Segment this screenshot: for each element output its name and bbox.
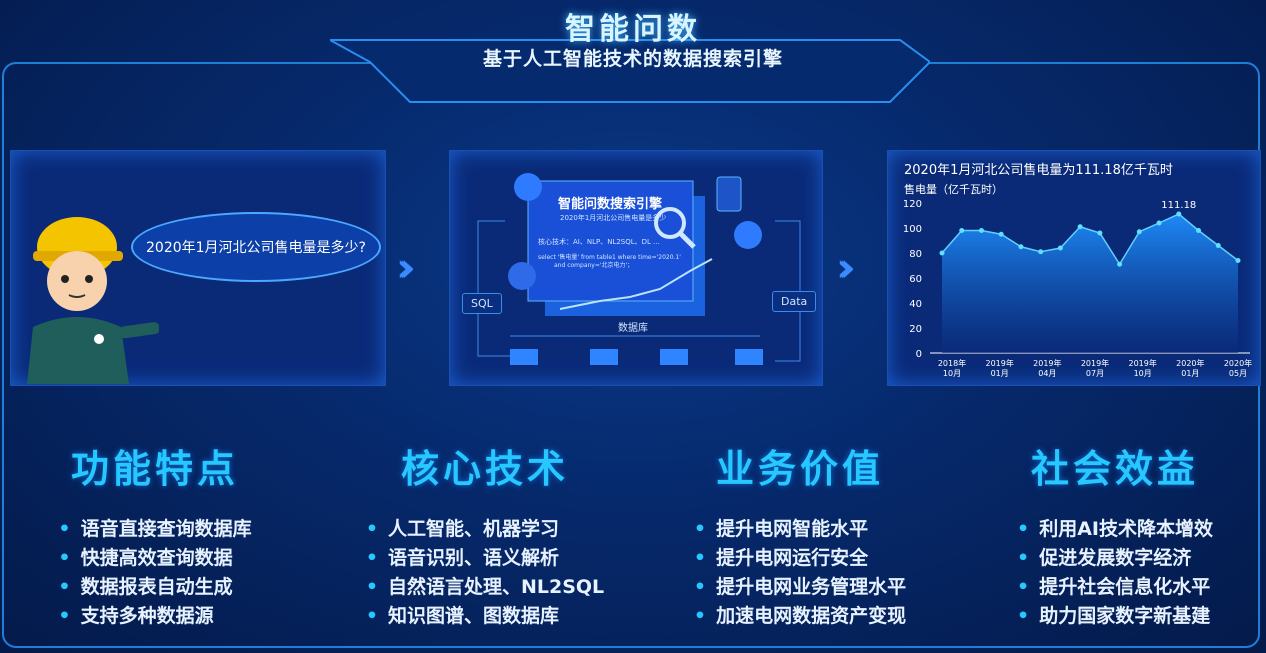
- chart-title: 2020年1月河北公司售电量为111.18亿千瓦时: [904, 163, 1173, 178]
- list-item: 语音识别、语义解析: [366, 544, 604, 573]
- engine-panel: 智能问数搜索引擎 2020年1月河北公司售电量是多少 核心技术：AI、NLP、N…: [449, 150, 823, 386]
- x-tick-label: 01月: [1181, 369, 1199, 378]
- page-title: 智能问数: [565, 12, 701, 47]
- data-point: [1196, 228, 1202, 233]
- page-subtitle: 基于人工智能技术的数据搜索引擎: [482, 48, 783, 70]
- worker-illustration: [27, 217, 159, 384]
- data-point: [939, 250, 945, 256]
- data-point: [1038, 249, 1044, 255]
- question-text: 2020年1月河北公司售电量是多少?: [146, 240, 366, 256]
- list-item: 提升电网运行安全: [694, 544, 906, 573]
- section-title: 功能特点: [70, 447, 239, 491]
- section-core-tech: 核心技术 人工智能、机器学习 语音识别、语义解析 自然语言处理、NL2SQL 知…: [345, 438, 625, 631]
- y-tick-label: 60: [909, 274, 922, 285]
- data-label: 111.18: [1161, 200, 1196, 211]
- list-item: 支持多种数据源: [58, 602, 251, 631]
- engine-title: 智能问数搜索引擎: [558, 197, 663, 212]
- x-tick-label: 2018年: [938, 358, 966, 368]
- y-tick-label: 40: [909, 299, 922, 310]
- data-point: [1215, 243, 1221, 248]
- x-tick-label: 2019年: [1033, 358, 1061, 368]
- data-point: [998, 231, 1004, 237]
- question-panel: 2020年1月河北公司售电量是多少?: [10, 150, 386, 386]
- x-tick-label: 2019年: [1081, 358, 1109, 368]
- section-title: 业务价值: [715, 447, 884, 491]
- data-point: [1235, 258, 1241, 263]
- section-title: 社会效益: [1030, 447, 1199, 491]
- sql-line-2: and company='北京电力'；: [554, 262, 634, 269]
- section-features: 功能特点 语音直接查询数据库 快捷高效查询数据 数据报表自动生成 支持多种数据源: [15, 438, 295, 631]
- data-point: [1136, 229, 1142, 235]
- line-series: [941, 213, 1239, 266]
- chart-ylabel: 售电量（亿千瓦时）: [904, 183, 1003, 196]
- x-tick-label: 01月: [991, 369, 1009, 378]
- list-item: 提升电网业务管理水平: [694, 573, 906, 602]
- engine-query: 2020年1月河北公司售电量是多少: [560, 214, 667, 222]
- x-tick-label: 2019年: [1128, 358, 1156, 368]
- core-tech-text: 核心技术：AI、NLP、NL2SQL、DL ...: [538, 238, 660, 246]
- y-tick-label: 20: [909, 324, 922, 335]
- section-title: 核心技术: [400, 447, 569, 491]
- list-item: 快捷高效查询数据: [58, 544, 251, 573]
- data-point: [1156, 220, 1162, 226]
- data-tag: Data: [772, 291, 817, 312]
- x-tick-label: 10月: [1134, 369, 1152, 378]
- data-point: [1176, 211, 1182, 217]
- x-tick-label: 07月: [1086, 369, 1104, 378]
- chart-panel: 2020年1月河北公司售电量为111.18亿千瓦时 售电量（亿千瓦时） 0 20 4…: [887, 150, 1261, 386]
- header-tab: [330, 39, 930, 103]
- x-tick-label: 05月: [1229, 369, 1247, 378]
- y-tick-label: 0: [916, 349, 922, 360]
- x-tick-label: 10月: [943, 369, 961, 378]
- data-point: [959, 228, 965, 233]
- list-item: 利用AI技术降本增效: [1017, 515, 1213, 544]
- list-item: 人工智能、机器学习: [366, 515, 604, 544]
- list-item: 知识图谱、图数据库: [366, 602, 604, 631]
- x-tick-label: 2020年: [1176, 358, 1204, 368]
- list-item: 数据报表自动生成: [58, 573, 251, 602]
- y-tick-label: 80: [909, 249, 922, 260]
- x-tick-label: 04月: [1038, 369, 1056, 378]
- list-item: 加速电网数据资产变现: [694, 602, 906, 631]
- y-tick-label: 120: [903, 199, 922, 210]
- list-item: 促进发展数字经济: [1017, 544, 1213, 573]
- data-point: [1077, 224, 1083, 230]
- data-point: [1117, 261, 1123, 267]
- area-series: [942, 214, 1238, 353]
- engine-diagram: [477, 173, 801, 365]
- y-tick-label: 100: [903, 224, 922, 235]
- data-point: [1097, 230, 1103, 236]
- database-label: 数据库: [618, 323, 648, 334]
- list-item: 助力国家数字新基建: [1017, 602, 1213, 631]
- list-item: 提升电网智能水平: [694, 515, 906, 544]
- list-item: 语音直接查询数据库: [58, 515, 252, 544]
- list-item: 自然语言处理、NL2SQL: [366, 573, 604, 602]
- section-business-value: 业务价值 提升电网智能水平 提升电网运行安全 提升电网业务管理水平 加速电网数据…: [660, 438, 940, 631]
- sql-line-1: select '售电量' from table1 where time='202…: [538, 254, 681, 261]
- question-bubble: 2020年1月河北公司售电量是多少?: [131, 212, 381, 282]
- section-social-benefit: 社会效益 利用AI技术降本增效 促进发展数字经济 提升社会信息化水平 助力国家数…: [975, 438, 1255, 631]
- x-tick-label: 2020年: [1224, 358, 1252, 368]
- list-item: 提升社会信息化水平: [1017, 573, 1213, 602]
- data-point: [1057, 245, 1063, 251]
- sql-tag: SQL: [462, 293, 502, 314]
- x-tick-label: 2019年: [985, 358, 1013, 368]
- data-point: [1018, 244, 1024, 250]
- data-point: [978, 228, 984, 233]
